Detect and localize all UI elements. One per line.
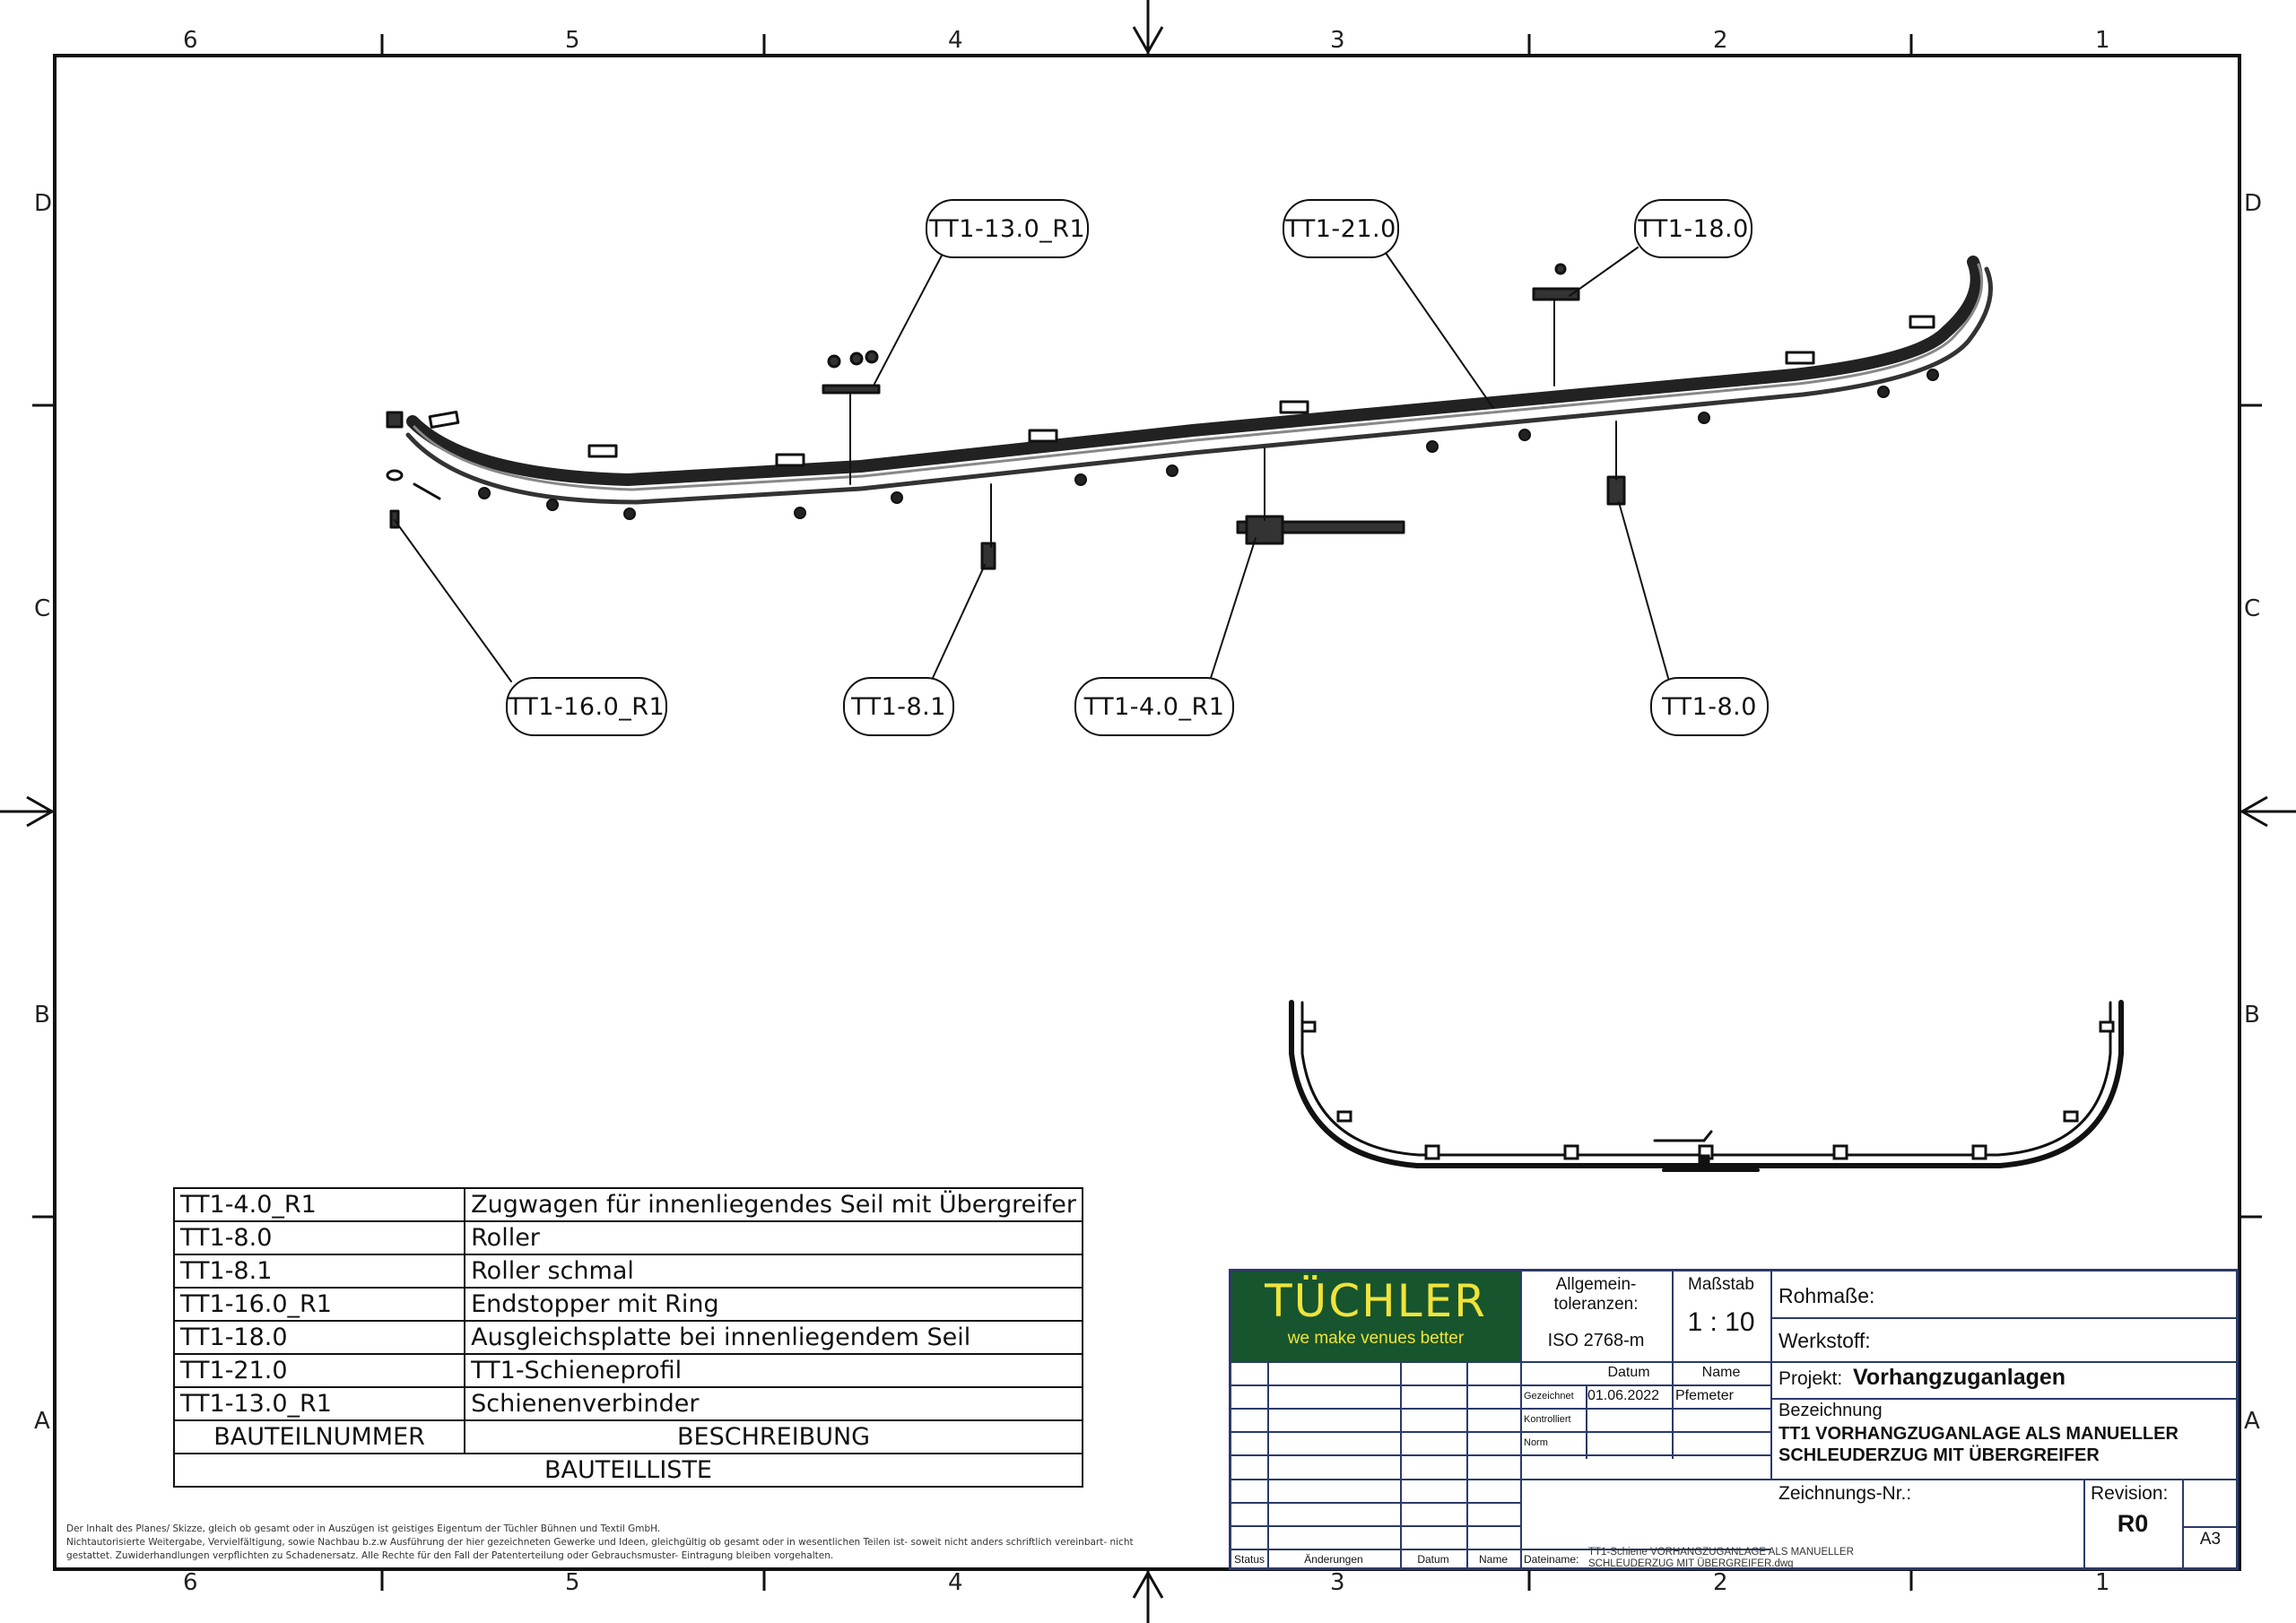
changes-label: Änderungen	[1304, 1553, 1363, 1566]
company-logo: TÜCHLER we make venues better	[1231, 1271, 1520, 1361]
project-value: Vorhangzuganlagen	[1853, 1365, 2066, 1390]
legal-notice: Der Inhalt des Planes/ Skizze, gleich ob…	[66, 1523, 1223, 1563]
part-description: Zugwagen für innenliegendes Seil mit Übe…	[464, 1187, 1083, 1222]
zone-column-6-bottom: 6	[183, 1569, 198, 1596]
part-description: Endstopper mit Ring	[464, 1287, 1083, 1322]
part-number: TT1-8.1	[172, 1254, 466, 1289]
zone-column-4-top: 4	[948, 27, 963, 54]
zone-row-c-left: C	[34, 595, 51, 622]
part-number: TT1-16.0_R1	[172, 1287, 466, 1322]
drawing-number-label: Zeichnungs-Nr.:	[1779, 1483, 1912, 1504]
header-description: BESCHREIBUNG	[464, 1419, 1083, 1454]
zone-column-2-top: 2	[1713, 27, 1728, 54]
balloon-tt1-21-0: TT1-21.0	[1283, 199, 1399, 258]
zone-column-3-top: 3	[1330, 27, 1345, 54]
part-number: TT1-21.0	[172, 1353, 466, 1388]
changes-name-label: Name	[1478, 1553, 1508, 1566]
zone-row-c-right: C	[2244, 595, 2261, 622]
zone-row-b-right: B	[2244, 1002, 2260, 1028]
zone-column-5-top: 5	[565, 27, 580, 54]
part-number: TT1-13.0_R1	[172, 1386, 466, 1421]
status-label: Status	[1234, 1553, 1265, 1566]
name-header: Name	[1701, 1365, 1741, 1380]
part-description: TT1-Schieneprofil	[464, 1353, 1083, 1388]
filename-label: Dateiname:	[1524, 1553, 1579, 1566]
parts-list-caption: BAUTEILLISTE	[173, 1453, 1083, 1488]
scale-label: Maßstab	[1688, 1275, 1754, 1294]
part-number: TT1-4.0_R1	[172, 1187, 466, 1222]
drawn-date: 01.06.2022	[1587, 1388, 1660, 1403]
norm-label: Norm	[1524, 1437, 1548, 1448]
part-description: Schienenverbinder	[464, 1386, 1083, 1421]
designation-label: Bezeichnung	[1779, 1401, 1883, 1420]
drawn-label: Gezeichnet	[1524, 1391, 1574, 1402]
changes-date-label: Datum	[1417, 1553, 1449, 1566]
date-header: Datum	[1607, 1365, 1650, 1380]
balloon-tt1-8-1: TT1-8.1	[843, 677, 954, 736]
project-label: Projekt:	[1779, 1368, 1843, 1389]
zone-row-a-right: A	[2244, 1408, 2260, 1435]
balloon-tt1-16-0-r1: TT1-16.0_R1	[506, 677, 667, 736]
zone-column-5-bottom: 5	[565, 1569, 580, 1596]
raw-dimensions-label: Rohmaße:	[1779, 1284, 1875, 1307]
scale-value: 1 : 10	[1687, 1307, 1755, 1337]
zone-column-3-bottom: 3	[1330, 1569, 1345, 1596]
title-block: TÜCHLER we make venues better All	[1229, 1269, 2239, 1570]
zone-column-6-top: 6	[183, 27, 198, 54]
zone-column-1-top: 1	[2095, 27, 2110, 54]
part-description: Roller schmal	[464, 1254, 1083, 1289]
material-label: Werkstoff:	[1779, 1329, 1871, 1352]
zone-row-a-left: A	[34, 1408, 50, 1435]
part-description: Roller	[464, 1220, 1083, 1255]
logo-tagline: we make venues better	[1287, 1329, 1465, 1348]
legal-line: Nichtautorisierte Weitergabe, Vervielfäl…	[66, 1537, 1134, 1548]
zone-column-4-bottom: 4	[948, 1569, 963, 1596]
parts-list-caption-row: BAUTEILLISTE	[173, 1453, 1083, 1488]
legal-line: gestattet. Zuwiderhandlungen verpflichte…	[66, 1550, 834, 1561]
zone-row-d-left: D	[34, 190, 53, 217]
zone-row-b-left: B	[34, 1002, 50, 1028]
part-number: TT1-8.0	[172, 1220, 466, 1255]
part-description: Ausgleichsplatte bei innenliegendem Seil	[464, 1320, 1083, 1355]
balloon-tt1-8-0: TT1-8.0	[1650, 677, 1769, 736]
balloon-tt1-18-0: TT1-18.0	[1634, 199, 1752, 258]
balloon-tt1-13-0-r1: TT1-13.0_R1	[926, 199, 1089, 258]
balloon-tt1-4-0-r1: TT1-4.0_R1	[1074, 677, 1234, 736]
zone-column-2-bottom: 2	[1713, 1569, 1728, 1596]
drawn-name: Pfemeter	[1675, 1388, 1734, 1403]
tolerances-value: ISO 2768-m	[1547, 1331, 1645, 1350]
part-number: TT1-18.0	[172, 1320, 466, 1355]
zone-column-1-bottom: 1	[2095, 1569, 2110, 1596]
revision-label: Revision:	[2091, 1483, 2169, 1504]
sheet-size: A3	[2199, 1530, 2222, 1549]
checked-label: Kontrolliert	[1524, 1414, 1571, 1425]
header-part-number: BAUTEILNUMMER	[172, 1419, 466, 1454]
filename-line-2: SCHLEUDERZUG MIT ÜBERGREIFER.dwg	[1588, 1558, 1794, 1569]
legal-line: Der Inhalt des Planes/ Skizze, gleich ob…	[66, 1523, 661, 1534]
tolerances-label: Allgemein- toleranzen:	[1553, 1275, 1639, 1314]
filename-line-1: TT1-Schiene VORHANGZUGANLAGE ALS MANUELL…	[1588, 1547, 1854, 1558]
zone-row-d-right: D	[2244, 190, 2263, 217]
logo-wordmark: TÜCHLER	[1265, 1275, 1487, 1327]
designation-line-2: SCHLEUDERZUG MIT ÜBERGREIFER	[1779, 1445, 2100, 1465]
designation-line-1: TT1 VORHANGZUGANLAGE ALS MANUELLER	[1779, 1424, 2179, 1444]
revision-value: R0	[2117, 1510, 2149, 1537]
